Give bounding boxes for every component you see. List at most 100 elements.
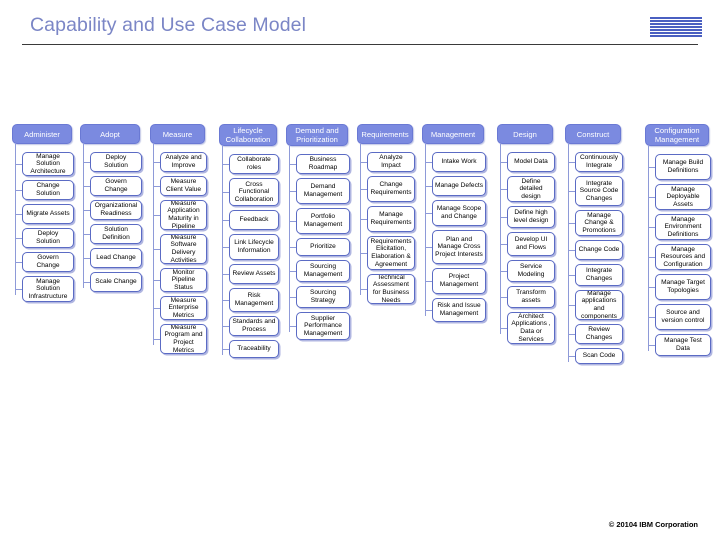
capability-node[interactable]: Business Roadmap [296,154,350,174]
capability-node-label: Govern Change [104,178,128,193]
capability-node[interactable]: Plan and Manage Cross Project Interests [432,230,486,264]
capability-node[interactable]: Develop UI and Flows [507,232,555,256]
capability-node[interactable]: Integrate Changes [575,264,623,286]
capability-node[interactable]: Define detailed design [507,176,555,202]
capability-node[interactable]: Deploy Solution [22,228,74,248]
capability-node-label: Link Lifecycle Information [234,239,274,254]
connector-stub [648,317,655,318]
capability-node-label: Prioritize [310,243,336,251]
capability-node[interactable]: Migrate Assets [22,204,74,224]
page-title: Capability and Use Case Model [30,14,307,36]
capability-node[interactable]: Measure Client Value [160,176,207,196]
capability-node-label: Continuously Integrate [579,154,619,169]
capability-node-label: Migrate Assets [26,210,70,218]
capability-node-label: Risk Management [234,292,274,307]
capability-node[interactable]: Integrate Source Code Changes [575,176,623,206]
capability-node[interactable]: Change Requirements [367,176,415,202]
column-header-label: Adopt [100,129,120,139]
connector-stub [360,253,367,254]
capability-node-label: Manage Target Topologies [661,279,705,294]
capability-node-label: Portfolio Management [303,213,343,228]
connector-stub [425,281,432,282]
capability-node[interactable]: Collaborate roles [229,154,279,174]
capability-node[interactable]: Analyze and Improve [160,152,207,172]
capability-node[interactable]: Manage Deployable Assets [655,184,711,210]
capability-node[interactable]: Continuously Integrate [575,152,623,172]
capability-node[interactable]: Govern Change [90,176,142,196]
capability-node[interactable]: Manage applications and components [575,290,623,320]
column-header-demand-and-prioritization[interactable]: Demand and Prioritization [286,124,348,146]
capability-node[interactable]: Define high level design [507,206,555,228]
capability-node[interactable]: Standards and Process [229,316,279,336]
capability-node[interactable]: Intake Work [432,152,486,172]
capability-node[interactable]: Portfolio Management [296,208,350,234]
capability-node[interactable]: Measure Program and Project Metrics [160,324,207,354]
capability-node[interactable]: Solution Definition [90,224,142,244]
capability-node[interactable]: Manage Requirements [367,206,415,232]
capability-node[interactable]: Scan Code [575,348,623,364]
capability-node[interactable]: Review Changes [575,324,623,344]
capability-node[interactable]: Architect Applications , Data or Service… [507,312,555,344]
connector-stub [648,227,655,228]
capability-node[interactable]: Manage Defects [432,176,486,196]
capability-node[interactable]: Source and version control [655,304,711,330]
capability-node[interactable]: Requirements Elicitation, Elaboration & … [367,236,415,270]
capability-node[interactable]: Link Lifecycle Information [229,234,279,260]
capability-node[interactable]: Review Assets [229,264,279,284]
capability-node-label: Scan Code [582,352,616,360]
capability-node[interactable]: Manage Build Definitions [655,154,711,180]
capability-node[interactable]: Manage Resources and Configuration [655,244,711,270]
capability-node[interactable]: Deploy Solution [90,152,142,172]
capability-node[interactable]: Model Data [507,152,555,172]
capability-node[interactable]: Manage Change & Promotions [575,210,623,236]
column-header-management[interactable]: Management [422,124,484,144]
capability-node[interactable]: Risk and Issue Management [432,298,486,322]
connector-stub [425,162,432,163]
capability-node-label: Standards and Process [232,318,276,333]
capability-node[interactable]: Measure Enterprise Metrics [160,296,207,320]
column-header-measure[interactable]: Measure [150,124,205,144]
column-header-administer[interactable]: Administer [12,124,72,144]
capability-node[interactable]: Manage Solution Infrastructure [22,276,74,302]
capability-node[interactable]: Change Solution [22,180,74,200]
capability-node[interactable]: Manage Environment Definitions [655,214,711,240]
capability-node[interactable]: Transform assets [507,286,555,308]
capability-node[interactable]: Manage Scope and Change [432,200,486,226]
copyright-notice: © 20104 IBM Corporation [608,520,698,529]
capability-node[interactable]: Analyze Impact [367,152,415,172]
column-header-requirements[interactable]: Requirements [357,124,413,144]
capability-node[interactable]: Traceability [229,340,279,358]
capability-node[interactable]: Manage Target Topologies [655,274,711,300]
capability-node[interactable]: Cross Functional Collaboration [229,178,279,206]
capability-node[interactable]: Govern Change [22,252,74,272]
column-header-design[interactable]: Design [497,124,553,144]
capability-node[interactable]: Scale Change [90,272,142,292]
capability-node[interactable]: Prioritize [296,238,350,256]
capability-node-label: Risk and Issue Management [437,302,481,317]
capability-node[interactable]: Measure Application Maturity in Pipeline [160,200,207,230]
capability-node[interactable]: Sourcing Management [296,260,350,282]
capability-node[interactable]: Measure Software Delivery Activities [160,234,207,264]
capability-node[interactable]: Technical Assessment for Business Needs [367,274,415,304]
connector-stub [222,274,229,275]
capability-node[interactable]: Risk Management [229,288,279,312]
capability-node[interactable]: Feedback [229,210,279,230]
capability-node[interactable]: Supplier Performance Management [296,312,350,340]
capability-node[interactable]: Demand Management [296,178,350,204]
capability-node[interactable]: Service Modeling [507,260,555,282]
capability-node[interactable]: Monitor Pipeline Status [160,268,207,292]
capability-node[interactable]: Lead Change [90,248,142,268]
capability-node[interactable]: Change Code [575,240,623,260]
capability-node[interactable]: Sourcing Strategy [296,286,350,308]
capability-node[interactable]: Manage Solution Architecture [22,152,74,176]
column-header-lifecycle-collaboration[interactable]: Lifecycle Collaboration [219,124,277,146]
connector-stub [15,164,22,165]
column-header-construct[interactable]: Construct [565,124,621,144]
capability-node[interactable]: Organizational Readiness [90,200,142,220]
capability-node-label: Manage Build Definitions [662,159,704,174]
column-header-adopt[interactable]: Adopt [80,124,140,144]
column-header-configuration-management[interactable]: Configuration Management [645,124,709,146]
capability-node[interactable]: Manage Test Data [655,334,711,356]
capability-node[interactable]: Project Management [432,268,486,294]
capability-node-label: Supplier Performance Management [303,314,343,337]
